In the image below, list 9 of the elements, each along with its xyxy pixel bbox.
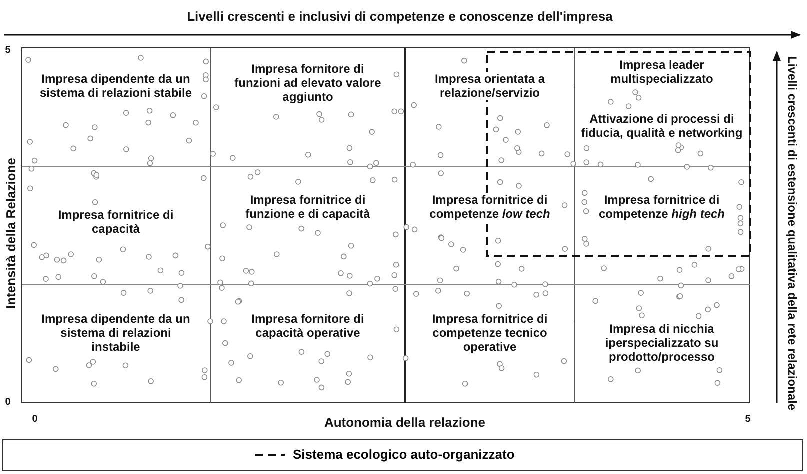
axis-title: Autonomia della relazione — [323, 416, 487, 430]
tick-label: 5 — [744, 413, 752, 427]
legend-label: Sistema ecologico auto-organizzato — [293, 447, 515, 462]
axis-title: Livelli crescenti e inclusivi di competenze e conoscenze dell'impresa — [186, 10, 614, 24]
tick-label: 0 — [31, 413, 39, 427]
axis-title: Intensità della Relazione — [4, 157, 18, 311]
tick-label: 5 — [4, 44, 12, 58]
axis-title: Livelli crescenti di estensione qualitativa della rete relazionale — [784, 55, 800, 413]
tick-label: 0 — [4, 396, 12, 410]
